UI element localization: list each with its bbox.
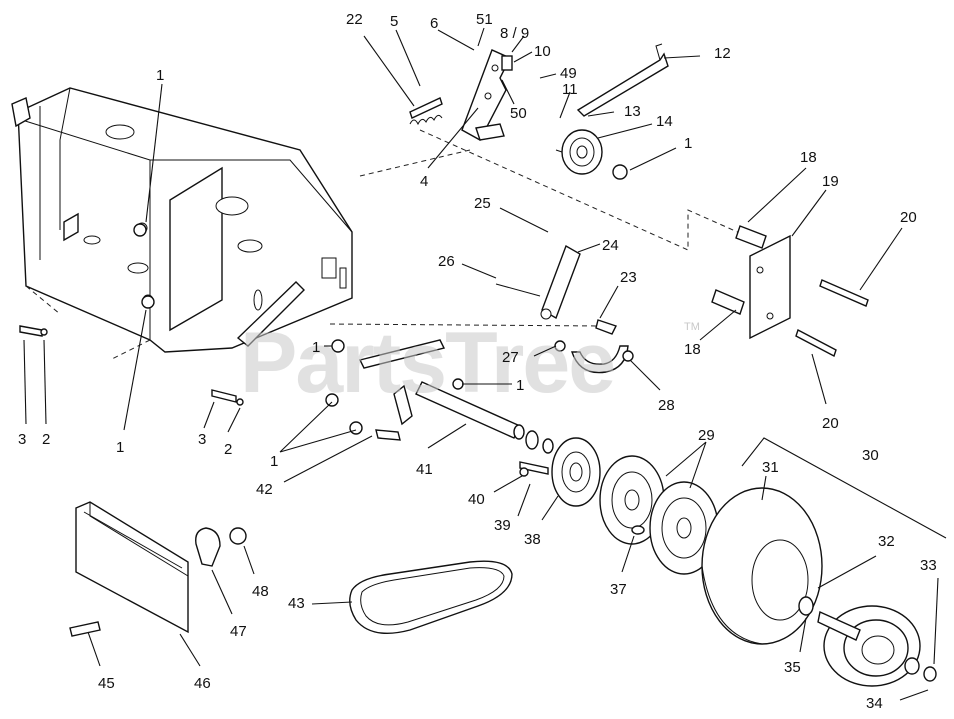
wheel-tire (701, 487, 823, 645)
extension-spring (409, 114, 443, 126)
watermark-trademark: TM (684, 321, 700, 333)
hex-nut (141, 295, 155, 309)
callout-43: 43 (288, 595, 305, 612)
callout-18: 18 (684, 341, 701, 358)
callout-6: 6 (430, 15, 438, 32)
assembly-axis-lower (329, 149, 601, 327)
lock-washer (236, 398, 244, 406)
callout-49: 49 (560, 65, 577, 82)
hex-nut (133, 223, 147, 237)
nut (622, 350, 634, 362)
callout-1: 1 (116, 439, 124, 456)
callout-4: 4 (420, 173, 428, 190)
callout-20: 20 (822, 415, 839, 432)
clamp (195, 527, 221, 567)
callout-13: 13 (624, 103, 641, 120)
callout-19: 19 (822, 173, 839, 190)
callout-31: 31 (762, 459, 779, 476)
callout-33: 33 (920, 557, 937, 574)
spacer-tube (711, 225, 767, 315)
callout-48: 48 (252, 583, 269, 600)
callout-27: 27 (502, 349, 519, 366)
callout-42: 42 (256, 481, 273, 498)
drive-hub (519, 437, 601, 507)
callout-38: 38 (524, 531, 541, 548)
retaining-ring (923, 666, 937, 682)
idler-pulley (555, 129, 628, 180)
wheel-hub (798, 596, 921, 687)
callout-34: 34 (866, 695, 883, 712)
callout-25: 25 (474, 195, 491, 212)
callout-3: 3 (198, 431, 206, 448)
callout-2: 2 (42, 431, 50, 448)
callout-18: 18 (800, 149, 817, 166)
washers-axle (525, 430, 554, 454)
callout-labels: 1 1 1 1 1 1 2 2 3 3 4 5 6 8 / 9 10 11 12… (18, 11, 937, 712)
brake-bracket (236, 281, 305, 347)
callout-39: 39 (494, 517, 511, 534)
callout-1: 1 (270, 453, 278, 470)
callout-12: 12 (714, 45, 731, 62)
callout-1: 1 (312, 339, 320, 356)
drive-pulley-half (599, 455, 719, 575)
callout-22: 22 (346, 11, 363, 28)
hex-nut (229, 527, 247, 545)
callout-14: 14 (656, 113, 673, 130)
callout-1: 1 (516, 377, 524, 394)
callout-40: 40 (468, 491, 485, 508)
callout-47: 47 (230, 623, 247, 640)
callout-37: 37 (610, 581, 627, 598)
callout-45: 45 (98, 675, 115, 692)
brake-lever (495, 244, 581, 320)
frame-housing (11, 87, 353, 361)
axle-shaft (415, 381, 525, 440)
callout-50: 50 (510, 105, 527, 122)
callout-10: 10 (534, 43, 551, 60)
callout-51: 51 (476, 11, 493, 28)
callout-29: 29 (698, 427, 715, 444)
assembly-axis-upper (419, 129, 761, 251)
hex-bolt (19, 325, 237, 403)
callout-1: 1 (156, 67, 164, 84)
drive-belt (349, 560, 513, 634)
callout-3: 3 (18, 431, 26, 448)
callout-2: 2 (224, 441, 232, 458)
callout-41: 41 (416, 461, 433, 478)
lock-washer (40, 328, 48, 336)
carriage-bolt (795, 279, 869, 358)
idler-arm-assembly (409, 49, 513, 141)
brake-band (571, 319, 629, 374)
callout-28: 28 (658, 397, 675, 414)
mounting-plate (749, 234, 791, 340)
shoulder-bolt (69, 621, 101, 637)
callout-24: 24 (602, 237, 619, 254)
callout-8-9: 8 / 9 (500, 25, 529, 42)
callout-32: 32 (878, 533, 895, 550)
callout-5: 5 (390, 13, 398, 30)
callout-30: 30 (862, 447, 879, 464)
callout-46: 46 (194, 675, 211, 692)
callout-20: 20 (900, 209, 917, 226)
watermark-text: PartsTree (240, 315, 614, 411)
leader-lines (23, 27, 939, 701)
callout-11: 11 (562, 81, 578, 98)
belt-guard (75, 501, 189, 634)
callout-23: 23 (620, 269, 637, 286)
callout-1: 1 (684, 135, 692, 152)
callout-26: 26 (438, 253, 455, 270)
control-rod (576, 43, 669, 117)
callout-35: 35 (784, 659, 801, 676)
spacer-washer (904, 657, 920, 675)
